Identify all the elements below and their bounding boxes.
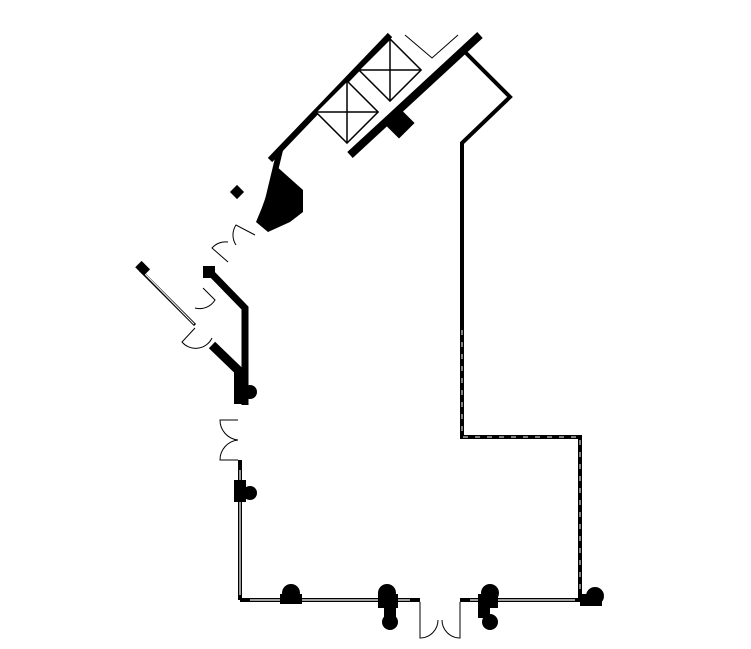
elevator-1 — [314, 79, 380, 145]
column-curved — [256, 165, 303, 232]
column-west-2 — [234, 370, 257, 404]
north-diagonal-wall — [347, 32, 483, 158]
door-northwest-2[interactable] — [181, 287, 216, 349]
column-small — [229, 184, 245, 200]
east-glazing — [461, 330, 581, 590]
railing-inner — [140, 269, 195, 325]
column-south-1 — [280, 584, 302, 604]
column-south-2 — [378, 584, 398, 630]
elevator-2 — [357, 37, 423, 103]
column-core — [383, 107, 415, 139]
door-west[interactable] — [219, 419, 239, 461]
column-west-3 — [234, 480, 257, 502]
column-south-3 — [478, 584, 499, 630]
door-south[interactable] — [419, 602, 461, 639]
column-south-4 — [580, 587, 604, 606]
elevator-core — [314, 34, 459, 145]
railing-post — [135, 260, 151, 276]
doors — [181, 224, 461, 639]
columns — [135, 107, 604, 630]
column-west-1 — [203, 266, 215, 278]
stair-line — [404, 34, 459, 59]
east-wall — [460, 50, 582, 600]
west-angled-wall-2 — [208, 341, 244, 376]
door-northwest-1[interactable] — [211, 224, 256, 263]
